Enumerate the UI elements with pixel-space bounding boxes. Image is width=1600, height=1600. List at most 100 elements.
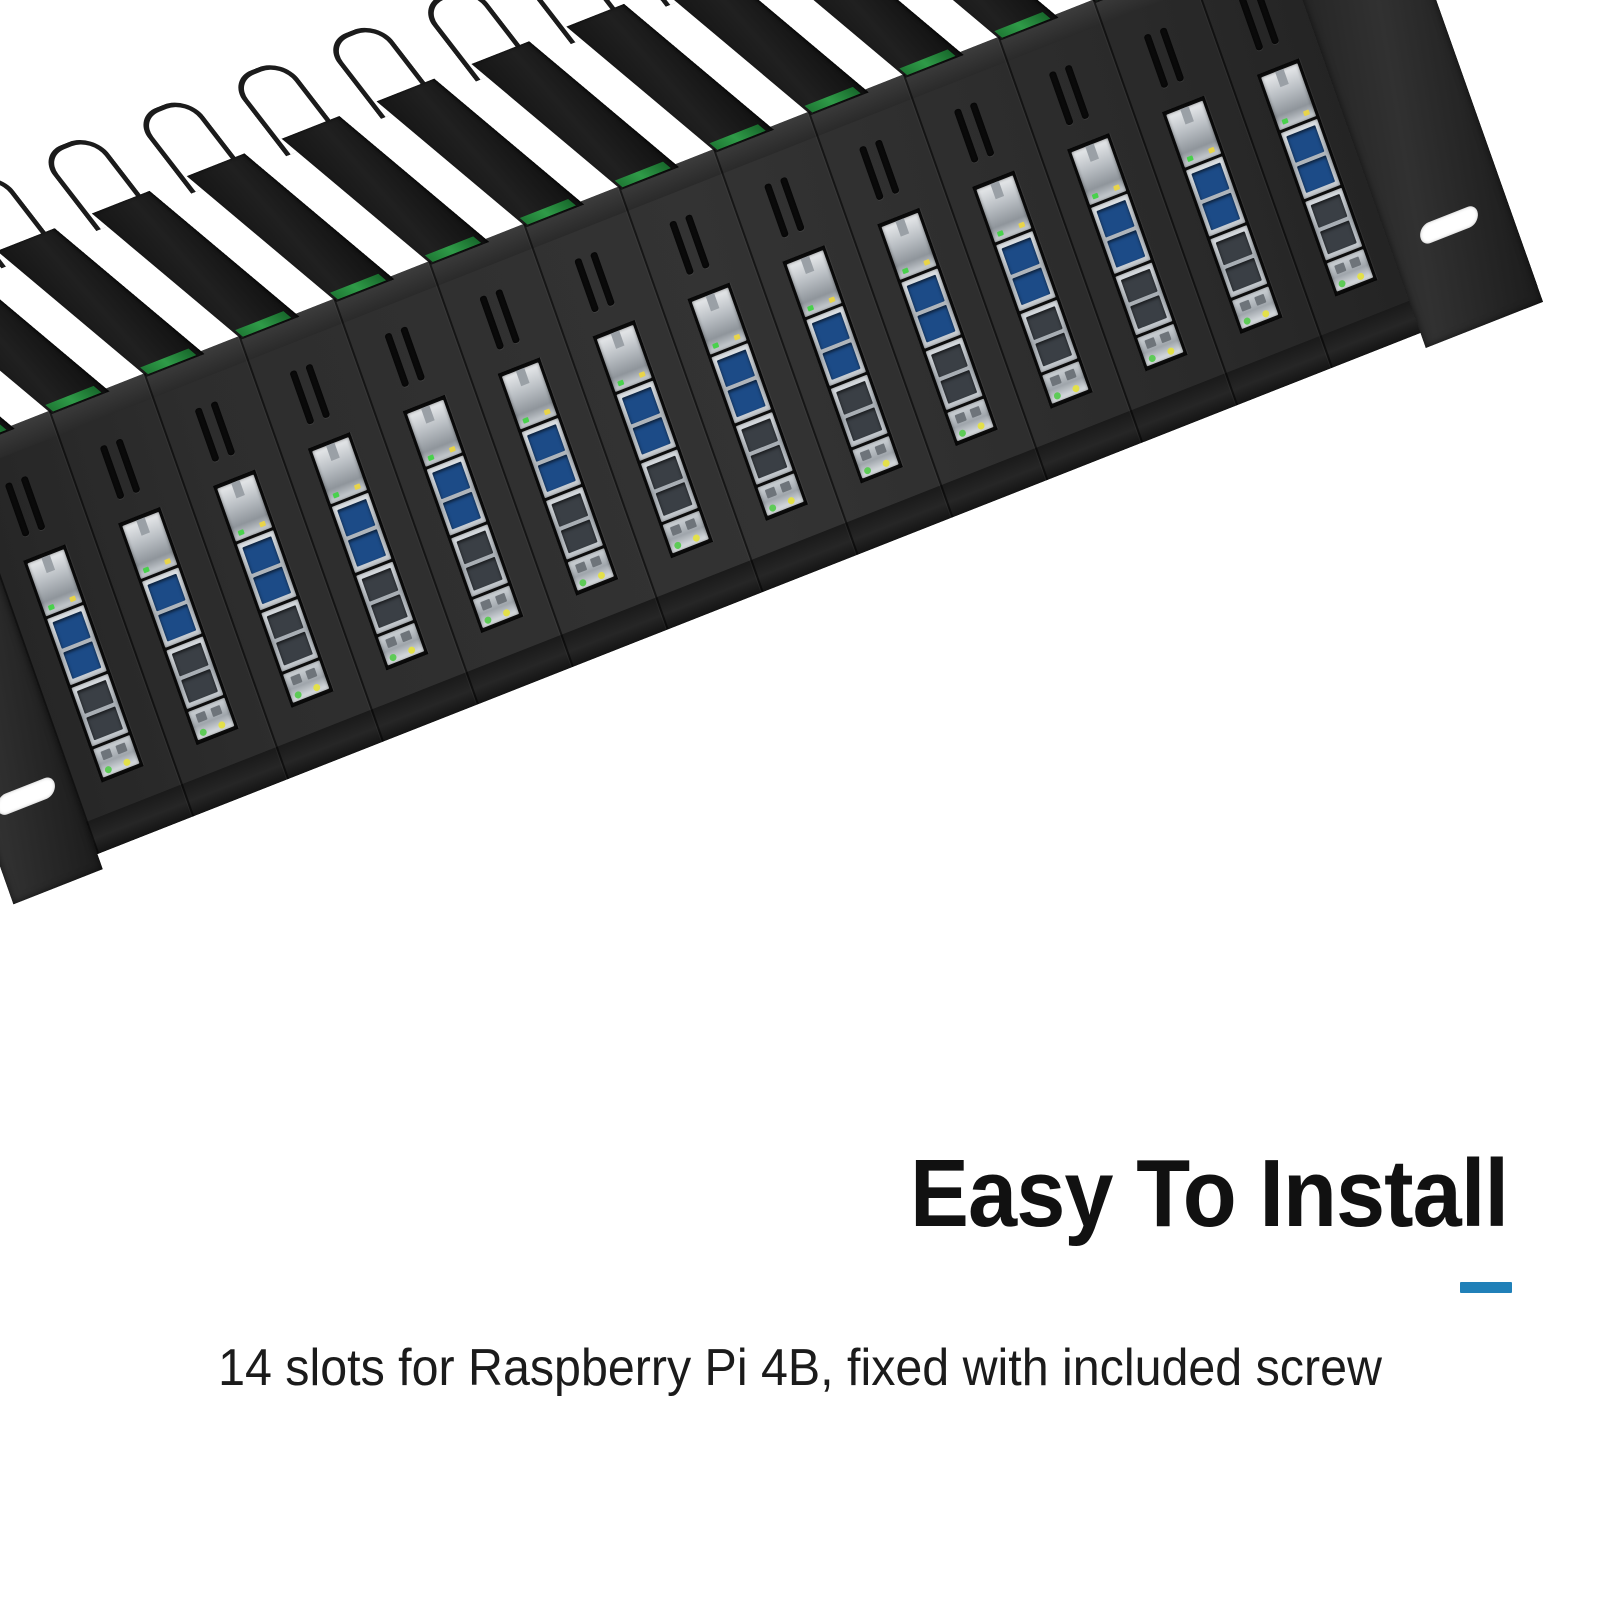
power-led bbox=[958, 428, 968, 438]
rj45-tab-icon bbox=[41, 554, 56, 574]
activity-led bbox=[1356, 271, 1366, 282]
ethernet-link-led bbox=[522, 417, 530, 424]
rack-mount-panel bbox=[0, 0, 1538, 888]
rj45-tab-icon bbox=[515, 367, 530, 387]
usb2-port bbox=[1129, 295, 1168, 330]
usb2-port bbox=[275, 631, 314, 666]
ethernet-port bbox=[122, 511, 178, 580]
usb3-port-pair bbox=[141, 567, 202, 648]
usb3-port bbox=[727, 379, 766, 418]
micro-hdmi-port bbox=[400, 630, 413, 643]
ethernet-activity-led bbox=[69, 595, 77, 603]
usb2-port bbox=[465, 556, 503, 591]
activity-led bbox=[787, 496, 796, 506]
usb3-port-pair bbox=[616, 380, 677, 461]
usb2-port bbox=[655, 481, 693, 517]
power-led bbox=[1053, 391, 1063, 401]
activity-led bbox=[407, 645, 417, 655]
usb3-port bbox=[917, 304, 956, 343]
usb3-port-pair bbox=[1280, 118, 1341, 200]
micro-hdmi-port bbox=[1334, 262, 1347, 275]
usb2-port-pair bbox=[1210, 225, 1268, 299]
ethernet-activity-led bbox=[259, 520, 267, 528]
ethernet-activity-led bbox=[923, 258, 931, 266]
ethernet-link-led bbox=[237, 529, 245, 537]
usb3-port bbox=[62, 641, 102, 680]
usb2-port-pair bbox=[450, 524, 509, 598]
power-led bbox=[673, 540, 683, 550]
ethernet-activity-led bbox=[164, 557, 172, 565]
headline: Easy To Install bbox=[909, 1140, 1509, 1247]
ethernet-activity-led bbox=[1018, 221, 1026, 229]
usb2-port bbox=[560, 519, 598, 554]
usb3-port bbox=[1106, 229, 1146, 268]
rj45-tab-icon bbox=[895, 218, 910, 237]
ethernet-link-led bbox=[1091, 192, 1099, 200]
rj45-tab-icon bbox=[420, 405, 435, 424]
micro-hdmi-port bbox=[385, 636, 398, 649]
activity-led bbox=[882, 458, 891, 468]
micro-hdmi-port bbox=[874, 443, 888, 456]
ethernet-port bbox=[216, 474, 273, 542]
ethernet-activity-led bbox=[733, 333, 741, 341]
ethernet-port bbox=[1071, 137, 1127, 206]
usb3-port-pair bbox=[995, 230, 1057, 312]
usb3-port-pair bbox=[426, 455, 487, 536]
usb2-port-pair bbox=[1020, 299, 1078, 373]
usb3-port bbox=[537, 454, 577, 493]
micro-hdmi-port bbox=[764, 486, 778, 500]
micro-hdmi-port bbox=[969, 406, 983, 419]
micro-hdmi-port bbox=[115, 742, 128, 755]
ethernet-port bbox=[501, 362, 558, 430]
usb2-port-pair bbox=[830, 374, 888, 448]
micro-hdmi-port bbox=[779, 480, 793, 494]
micro-hdmi-port bbox=[1239, 299, 1253, 313]
activity-led bbox=[976, 421, 986, 431]
power-led bbox=[294, 690, 304, 700]
ethernet-port bbox=[406, 399, 463, 467]
usb2-port-pair bbox=[735, 411, 794, 485]
ethernet-link-led bbox=[332, 491, 340, 499]
micro-hdmi-port bbox=[589, 555, 603, 568]
usb2-port-pair bbox=[925, 337, 983, 411]
usb3-port bbox=[632, 416, 672, 455]
usb3-port bbox=[442, 491, 482, 530]
usb3-port-pair bbox=[1090, 193, 1151, 275]
power-led bbox=[1338, 279, 1348, 289]
usb2-port-pair bbox=[166, 636, 224, 710]
micro-hdmi-port bbox=[1064, 368, 1077, 382]
usb2-port-pair bbox=[1304, 187, 1363, 261]
ethernet-activity-led bbox=[638, 370, 647, 378]
micro-hdmi-port bbox=[195, 711, 209, 724]
power-led bbox=[199, 727, 209, 737]
rj45-tab-icon bbox=[1274, 68, 1290, 88]
micro-hdmi-port bbox=[1144, 337, 1158, 350]
power-led bbox=[389, 652, 398, 663]
ethernet-link-led bbox=[1281, 117, 1289, 125]
usb3-port-pair bbox=[331, 492, 392, 574]
usb2-port bbox=[85, 706, 124, 741]
ethernet-link-led bbox=[806, 304, 814, 312]
ethernet-link-led bbox=[47, 603, 55, 611]
rj45-tab-icon bbox=[230, 479, 246, 499]
micro-hdmi-port bbox=[684, 518, 698, 531]
usb2-port-pair bbox=[71, 673, 129, 747]
accent-dash bbox=[1460, 1282, 1512, 1293]
ethernet-port bbox=[786, 250, 842, 318]
ethernet-link-led bbox=[616, 379, 625, 387]
ethernet-activity-led bbox=[354, 483, 362, 491]
power-led bbox=[578, 578, 588, 588]
ethernet-link-led bbox=[427, 454, 435, 462]
ethernet-link-led bbox=[142, 566, 150, 574]
micro-hdmi-port bbox=[1349, 256, 1362, 269]
usb2-port-pair bbox=[261, 598, 319, 672]
usb3-port bbox=[1201, 192, 1241, 231]
ethernet-link-led bbox=[996, 230, 1004, 238]
micro-hdmi-port bbox=[305, 667, 318, 681]
micro-hdmi-port bbox=[1159, 331, 1172, 344]
ethernet-activity-led bbox=[543, 408, 552, 416]
usb2-port bbox=[845, 407, 883, 442]
rj45-tab-icon bbox=[1085, 143, 1100, 162]
rj45-tab-icon bbox=[990, 180, 1005, 200]
